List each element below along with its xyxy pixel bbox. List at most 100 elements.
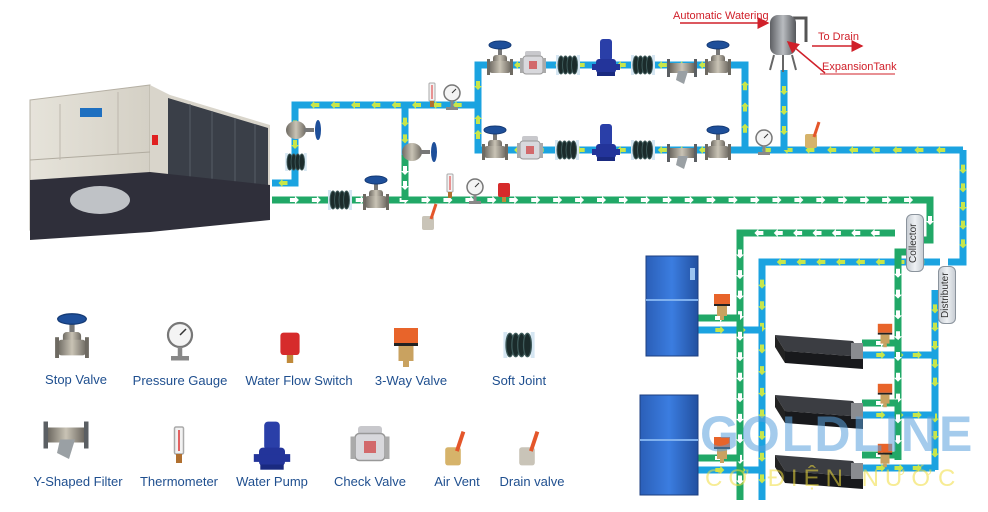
supply-header-top — [272, 61, 963, 187]
return-soft-joint — [328, 190, 352, 210]
supply-thermometer — [428, 82, 436, 107]
flow-arrow — [931, 341, 939, 350]
flow-arrow — [597, 196, 606, 204]
flow-arrow — [894, 331, 902, 341]
flow-arrow — [931, 322, 939, 332]
legend-label-check-valve: Check Valve — [333, 474, 407, 489]
expansion-tank — [680, 15, 895, 75]
flow-arrow — [728, 196, 738, 204]
return-thermometer — [446, 173, 454, 198]
flow-arrow — [894, 289, 902, 299]
flow-arrow — [291, 140, 299, 149]
watermark-tagline: CƠ ĐIỆN NƯỚC — [705, 465, 962, 492]
flow-arrow — [662, 196, 672, 204]
legend-label-air-vent: Air Vent — [434, 474, 480, 489]
flow-arrow — [474, 130, 482, 139]
flow-arrow — [715, 326, 725, 334]
flow-arrow — [914, 146, 924, 154]
flow-arrow — [401, 117, 409, 127]
flow-arrow — [684, 196, 694, 204]
flow-arrow — [894, 310, 902, 320]
pump1-inlet-stop-valve — [487, 40, 513, 75]
flow-arrow — [715, 466, 725, 474]
legend-label-pressure-gauge: Pressure Gauge — [132, 373, 228, 388]
flow-arrow — [876, 351, 886, 359]
flow-arrow — [894, 268, 902, 278]
flow-arrow — [741, 102, 749, 112]
chiller-unit — [29, 84, 270, 240]
flow-arrow — [931, 304, 939, 314]
return-main — [272, 196, 934, 244]
flow-arrow — [474, 115, 482, 124]
flow-arrow — [401, 181, 409, 190]
legend-y-filter-icon — [43, 421, 89, 459]
flow-arrow — [772, 196, 782, 204]
flow-arrow — [474, 81, 482, 90]
flow-arrow — [736, 434, 744, 444]
bypass-valve — [402, 142, 437, 162]
flow-arrow — [876, 411, 886, 419]
pump1-outlet-stop-valve — [705, 40, 731, 75]
flow-arrow — [401, 166, 409, 175]
flow-arrow — [758, 452, 766, 462]
to-drain-label: To Drain — [818, 31, 859, 43]
flow-arrow — [894, 464, 904, 472]
flow-arrow — [894, 352, 902, 361]
flow-arrow — [657, 146, 667, 154]
flow-arrow — [736, 352, 744, 362]
flow-arrow — [831, 229, 841, 237]
return-bypass — [401, 155, 409, 200]
flow-arrow — [904, 196, 914, 204]
pump1-soft-joint-b — [631, 55, 655, 75]
flow-arrow — [736, 413, 744, 423]
pump2-soft-joint-a — [555, 140, 579, 160]
ahu2-three-way-valve — [714, 437, 730, 463]
fan-coil-unit-3 — [775, 455, 863, 489]
supply-to-distributor — [948, 150, 967, 266]
flow-arrow — [311, 196, 321, 204]
flow-arrow — [776, 258, 786, 266]
legend-pressure-gauge-icon — [166, 321, 194, 361]
pump1-soft-joint-a — [556, 55, 580, 75]
flow-arrow — [657, 61, 667, 69]
flow-arrow — [351, 101, 360, 109]
return-left-riser-segment — [736, 229, 895, 500]
flow-arrow — [278, 179, 288, 187]
flow-arrow — [894, 372, 902, 382]
flow-arrow — [330, 101, 340, 109]
flow-arrow — [794, 196, 804, 204]
flow-arrow — [575, 196, 585, 204]
flow-arrow — [780, 86, 788, 95]
watermark-brand: GOLDLINE — [700, 406, 975, 462]
fan-coil-units — [775, 335, 863, 489]
legend-thermometer-icon — [173, 426, 185, 463]
automatic-watering-label: Automatic Watering — [673, 10, 769, 22]
legend-check-valve-icon — [350, 426, 390, 462]
flow-arrow — [812, 229, 822, 237]
flow-arrow — [926, 216, 934, 225]
supply-fcu3 — [862, 464, 935, 472]
flow-arrow — [741, 123, 749, 133]
flow-arrow — [758, 409, 766, 419]
flow-arrow — [860, 196, 870, 204]
pump2-y-filter — [667, 144, 697, 169]
legend-label-soft-joint: Soft Joint — [491, 373, 547, 388]
flow-arrow — [758, 431, 766, 441]
supply-header-top-segment — [272, 61, 963, 187]
flow-arrow — [838, 196, 848, 204]
legend-label-water-pump: Water Pump — [236, 474, 308, 489]
flow-arrow — [553, 196, 563, 204]
flow-arrow — [736, 270, 744, 280]
flow-arrow — [816, 196, 826, 204]
flow-arrow — [401, 134, 409, 144]
flow-arrow — [959, 220, 967, 230]
flow-arrow — [758, 344, 766, 354]
flow-arrow — [876, 464, 886, 472]
flow-arrow — [758, 301, 766, 311]
flow-arrow — [882, 196, 892, 204]
flow-arrow — [959, 164, 967, 174]
legend-label-thermometer: Thermometer — [139, 474, 219, 489]
pump2-check-valve — [517, 136, 543, 160]
flow-arrow — [750, 196, 760, 204]
fan-coil-unit-1 — [775, 335, 863, 369]
